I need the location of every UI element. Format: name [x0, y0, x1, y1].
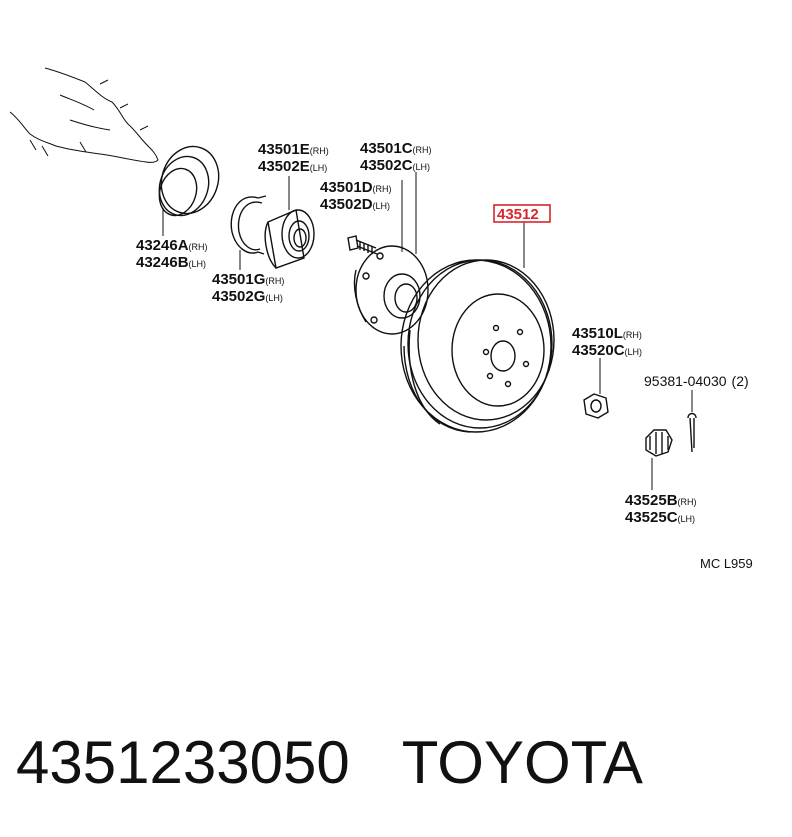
- highlight-box-43512: [493, 204, 551, 223]
- label-43525b: 43525B(RH) 43525C(LH): [625, 492, 697, 526]
- hub-bolt-illustration: [347, 235, 378, 255]
- svg-text:43502C(LH): 43502C(LH): [360, 157, 430, 174]
- part-number-43525c: 43525C: [625, 509, 678, 526]
- part-number-43501e: 43501E: [258, 141, 310, 158]
- label-43501c: 43501C(RH) 43502C(LH): [360, 140, 432, 174]
- nut-lock-cap-illustration: [645, 429, 673, 457]
- svg-text:43525B(RH): 43525B(RH): [625, 492, 697, 509]
- svg-text:43501E(RH): 43501E(RH): [258, 141, 329, 158]
- part-number-43525b: 43525B: [625, 492, 678, 509]
- part-number-43502g: 43502G: [212, 288, 265, 305]
- hub-nut-illustration: [583, 393, 609, 419]
- hub-illustration: [353, 245, 429, 335]
- part-number-43502c: 43502C: [360, 157, 413, 174]
- svg-text:43520C(LH): 43520C(LH): [572, 342, 642, 359]
- svg-text:43510L(RH): 43510L(RH): [572, 325, 642, 342]
- svg-text:43501C(RH): 43501C(RH): [360, 140, 432, 157]
- caption: 4351233050 TOYOTA: [16, 728, 643, 797]
- label-43501g: 43501G(RH) 43502G(LH): [212, 271, 284, 305]
- part-number-43512: 43512: [497, 206, 539, 223]
- part-number-43501d: 43501D: [320, 179, 373, 196]
- part-number-43501c: 43501C: [360, 140, 413, 157]
- part-number-43246a: 43246A: [136, 237, 189, 254]
- label-43246: 43246A(RH) 43246B(LH): [136, 237, 208, 271]
- part-number-95381-04030: 95381-04030: [644, 373, 727, 389]
- label-95381: 95381-04030(2): [644, 373, 749, 389]
- brake-disc-illustration: [400, 259, 555, 433]
- svg-text:43502G(LH): 43502G(LH): [212, 288, 283, 305]
- caption-part-number: 4351233050: [16, 729, 350, 796]
- part-number-43246b: 43246B: [136, 254, 189, 271]
- dust-cover-illustration: [158, 145, 220, 217]
- part-number-43510l: 43510L: [572, 325, 623, 342]
- label-43510l: 43510L(RH) 43520C(LH): [572, 325, 642, 359]
- diagram-code: MC L959: [700, 556, 753, 571]
- part-number-43502d: 43502D: [320, 196, 373, 213]
- bearing-illustration: [264, 209, 315, 269]
- svg-text:43502E(LH): 43502E(LH): [258, 158, 327, 175]
- caption-brand: TOYOTA: [401, 729, 643, 796]
- svg-text:43246A(RH): 43246A(RH): [136, 237, 208, 254]
- part-number-43501g: 43501G: [212, 271, 265, 288]
- part-number-43502e: 43502E: [258, 158, 310, 175]
- label-43501e: 43501E(RH) 43502E(LH): [258, 141, 329, 175]
- snap-ring-illustration: [230, 195, 267, 255]
- svg-text:43246B(LH): 43246B(LH): [136, 254, 206, 271]
- svg-text:43501G(RH): 43501G(RH): [212, 271, 284, 288]
- grease-hand-icon: [9, 67, 159, 163]
- cotter-pin-illustration: [687, 412, 697, 453]
- svg-text:43525C(LH): 43525C(LH): [625, 509, 695, 526]
- svg-text:43501D(RH): 43501D(RH): [320, 179, 392, 196]
- label-43501d: 43501D(RH) 43502D(LH): [320, 179, 392, 213]
- svg-text:43502D(LH): 43502D(LH): [320, 196, 390, 213]
- part-number-43520c: 43520C: [572, 342, 625, 359]
